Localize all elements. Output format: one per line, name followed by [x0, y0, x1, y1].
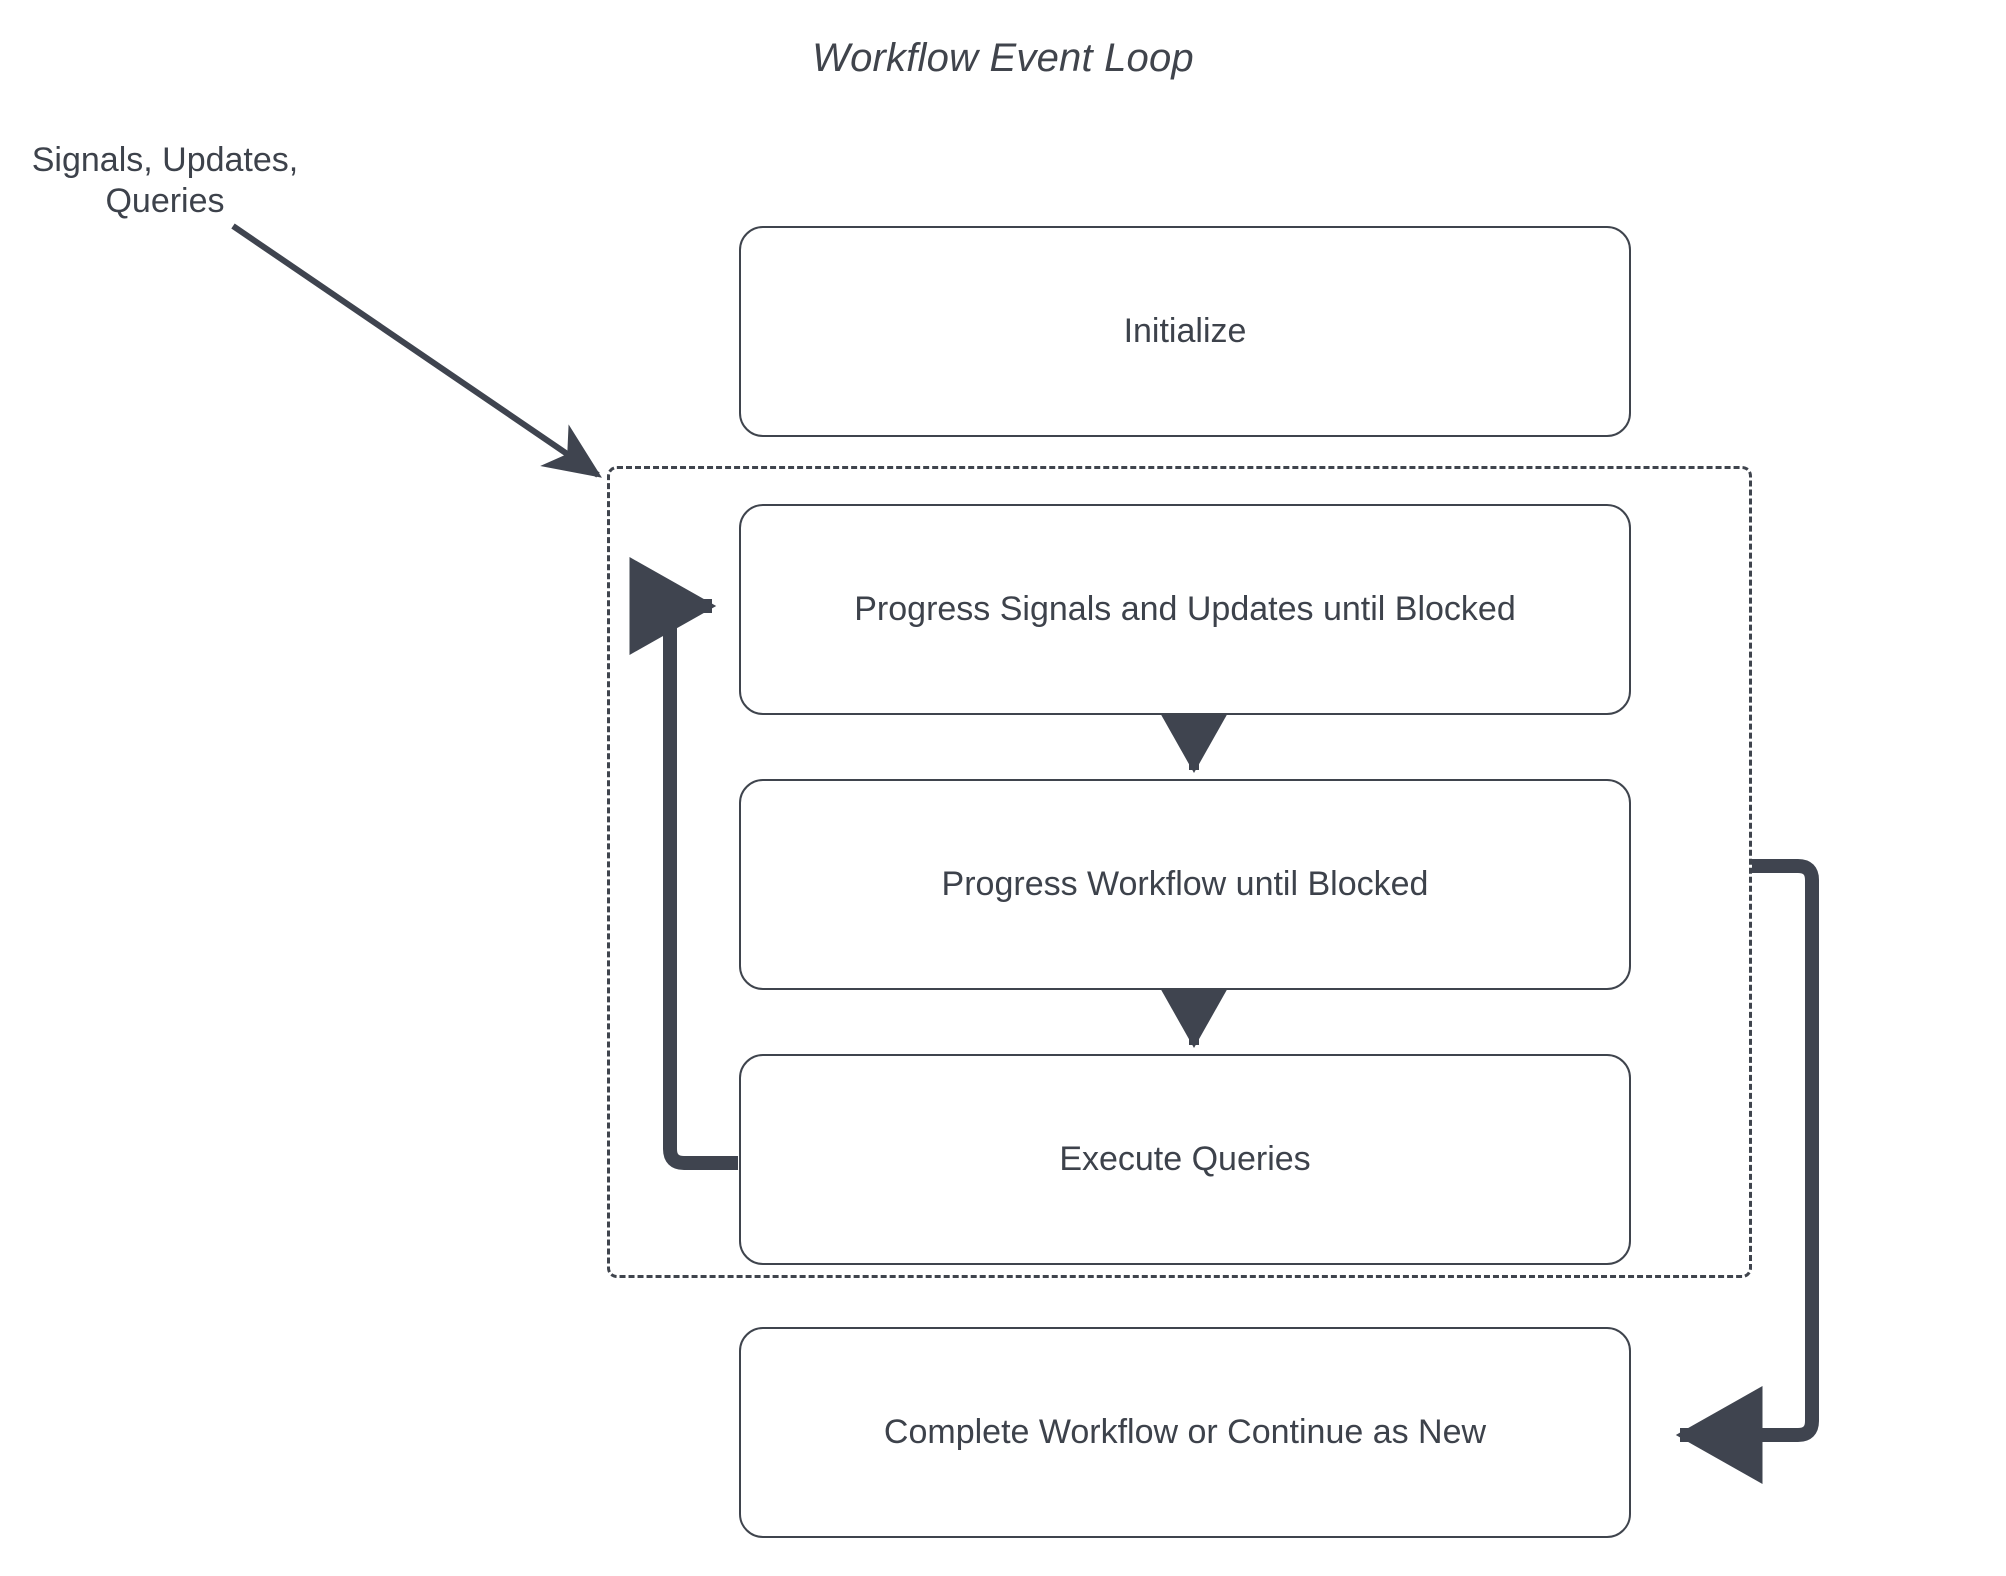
node-progress-signals-label: Progress Signals and Updates until Block…: [854, 590, 1516, 628]
page-title: Workflow Event Loop: [812, 36, 1194, 80]
edge-external-input-to-group: [231, 223, 602, 478]
node-progress-workflow[interactable]: Progress Workflow until Blocked: [739, 779, 1631, 990]
event-loop-group-box: [607, 466, 1752, 1278]
node-complete-workflow-label: Complete Workflow or Continue as New: [883, 1413, 1487, 1451]
node-complete-workflow[interactable]: Complete Workflow or Continue as New: [739, 1327, 1631, 1538]
external-input-label-line1: Signals, Updates,: [31, 141, 299, 179]
node-initialize[interactable]: Initialize: [739, 226, 1631, 437]
node-execute-queries-label: Execute Queries: [1059, 1140, 1311, 1178]
node-progress-signals[interactable]: Progress Signals and Updates until Block…: [739, 504, 1631, 715]
node-progress-workflow-label: Progress Workflow until Blocked: [941, 865, 1429, 903]
node-execute-queries[interactable]: Execute Queries: [739, 1054, 1631, 1265]
external-input-label: Signals, Updates,Queries: [20, 140, 310, 223]
external-input-label-line2: Queries: [105, 182, 225, 221]
node-initialize-label: Initialize: [1123, 312, 1247, 350]
